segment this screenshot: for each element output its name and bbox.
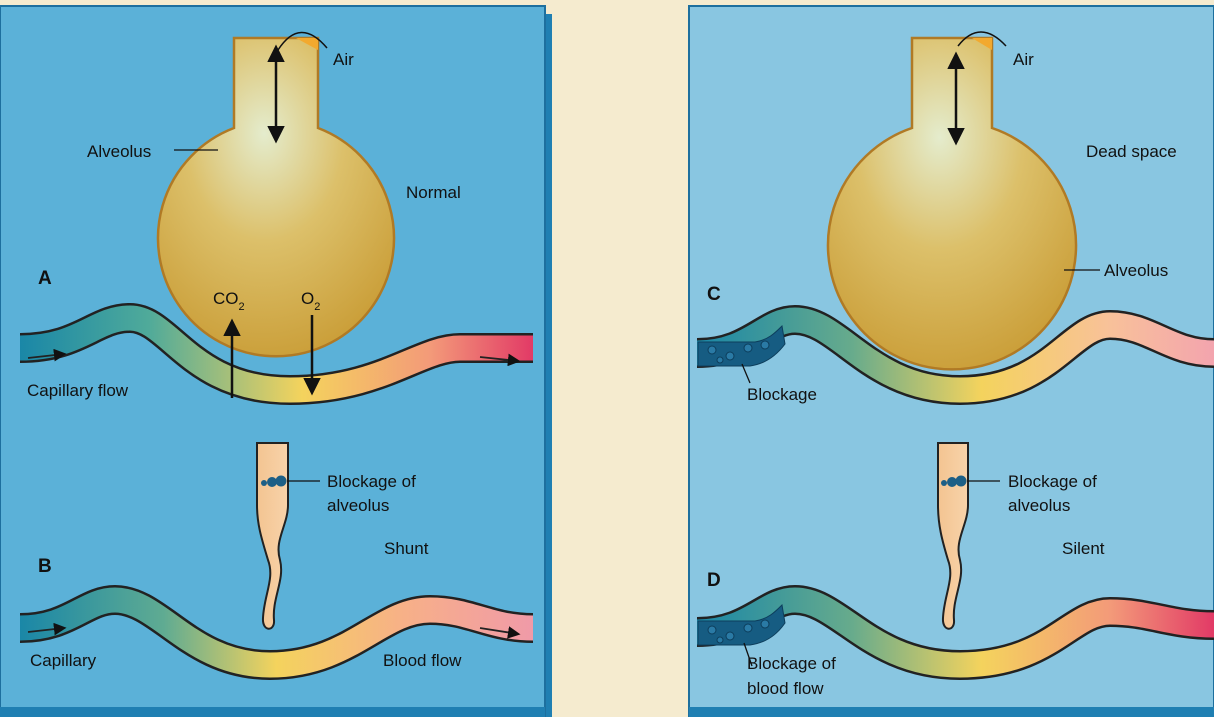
- blood-flow-label: Blood flow: [383, 651, 462, 670]
- dead-space-label: Dead space: [1086, 142, 1177, 161]
- panel-letter-d: D: [707, 570, 721, 591]
- blockage-of-alveolus-label-line1: Blockage of: [327, 472, 416, 491]
- alveolus-label: Alveolus: [87, 142, 151, 161]
- capillary-flow-label: Capillary flow: [27, 381, 129, 400]
- air-label: Air: [333, 50, 354, 69]
- blockage-label: Blockage: [747, 385, 817, 404]
- blockage-of-blood-flow-line1: Blockage of: [747, 654, 836, 673]
- panel-letter-c: C: [707, 284, 721, 305]
- panel-letter-b: B: [38, 556, 52, 577]
- shunt-label: Shunt: [384, 539, 429, 558]
- panel-right: Air Dead space Alveolus C Blockage Block…: [689, 6, 1214, 717]
- capillary-label: Capillary: [30, 651, 97, 670]
- panel-letter-a: A: [38, 268, 52, 289]
- panel-left: Air Alveolus Normal A CO2 O2 Capillary f…: [0, 6, 552, 717]
- blockage-of-blood-flow-line2: blood flow: [747, 679, 824, 698]
- normal-label: Normal: [406, 183, 461, 202]
- silent-label: Silent: [1062, 539, 1105, 558]
- blockage-of-alveolus-d-line2: alveolus: [1008, 496, 1070, 515]
- blockage-of-alveolus-d-line1: Blockage of: [1008, 472, 1097, 491]
- alveolus-label-c: Alveolus: [1104, 261, 1168, 280]
- blockage-of-alveolus-label-line2: alveolus: [327, 496, 389, 515]
- air-label-c: Air: [1013, 50, 1034, 69]
